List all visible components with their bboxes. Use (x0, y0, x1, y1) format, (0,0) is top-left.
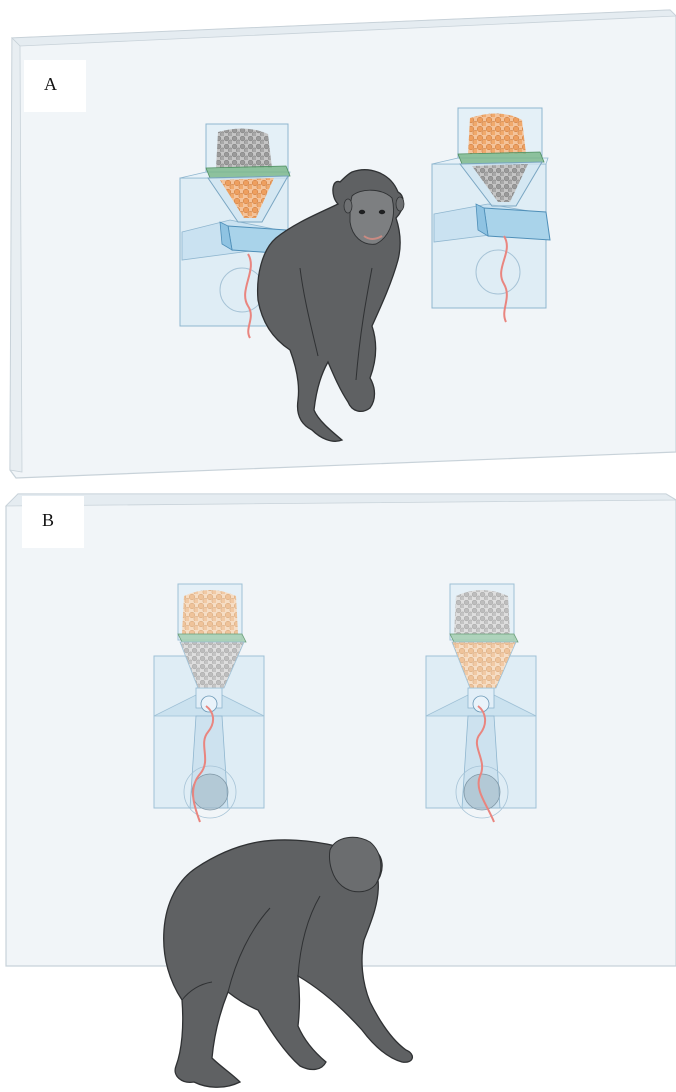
panel-b (6, 494, 676, 1087)
panel-b-label-box: B (22, 496, 84, 548)
panel-a-label: A (44, 74, 57, 95)
panel-a-label-box: A (24, 60, 86, 112)
panel-b-label: B (42, 510, 54, 531)
panel-a-wall-side-edge (10, 38, 22, 472)
panel-a (10, 10, 676, 478)
